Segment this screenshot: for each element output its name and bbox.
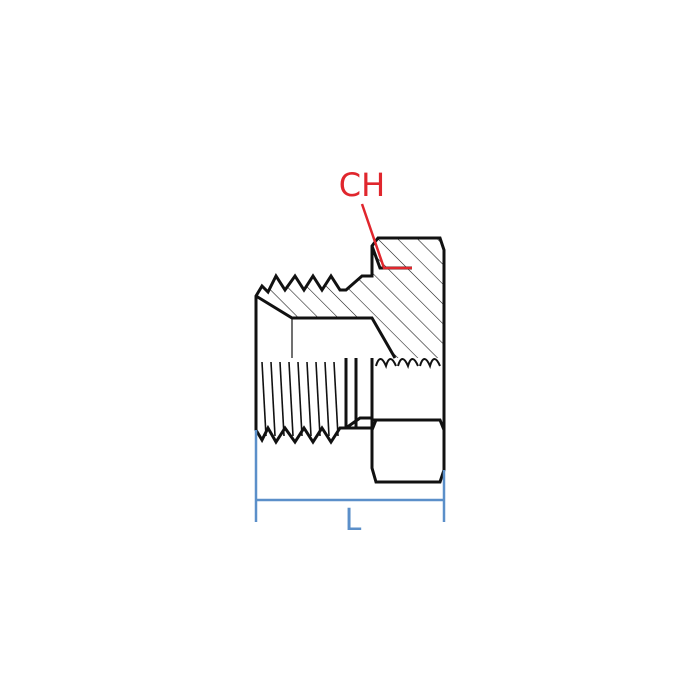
bore-outline: [255, 294, 397, 359]
chamfer-label: CH: [339, 166, 385, 204]
hex-flat-lines: [370, 418, 446, 431]
chamfer-leader: [360, 203, 412, 270]
body-outline-top: [254, 236, 446, 358]
hex-outline: [370, 358, 446, 484]
section-hatch: [256, 238, 444, 358]
seal-ring-marks: [375, 358, 441, 369]
thread-lines: [261, 361, 339, 437]
length-dimension: [254, 430, 446, 522]
neck-outline: [344, 358, 372, 430]
body-outline-bottom: [254, 358, 372, 445]
length-label: L: [345, 503, 362, 538]
